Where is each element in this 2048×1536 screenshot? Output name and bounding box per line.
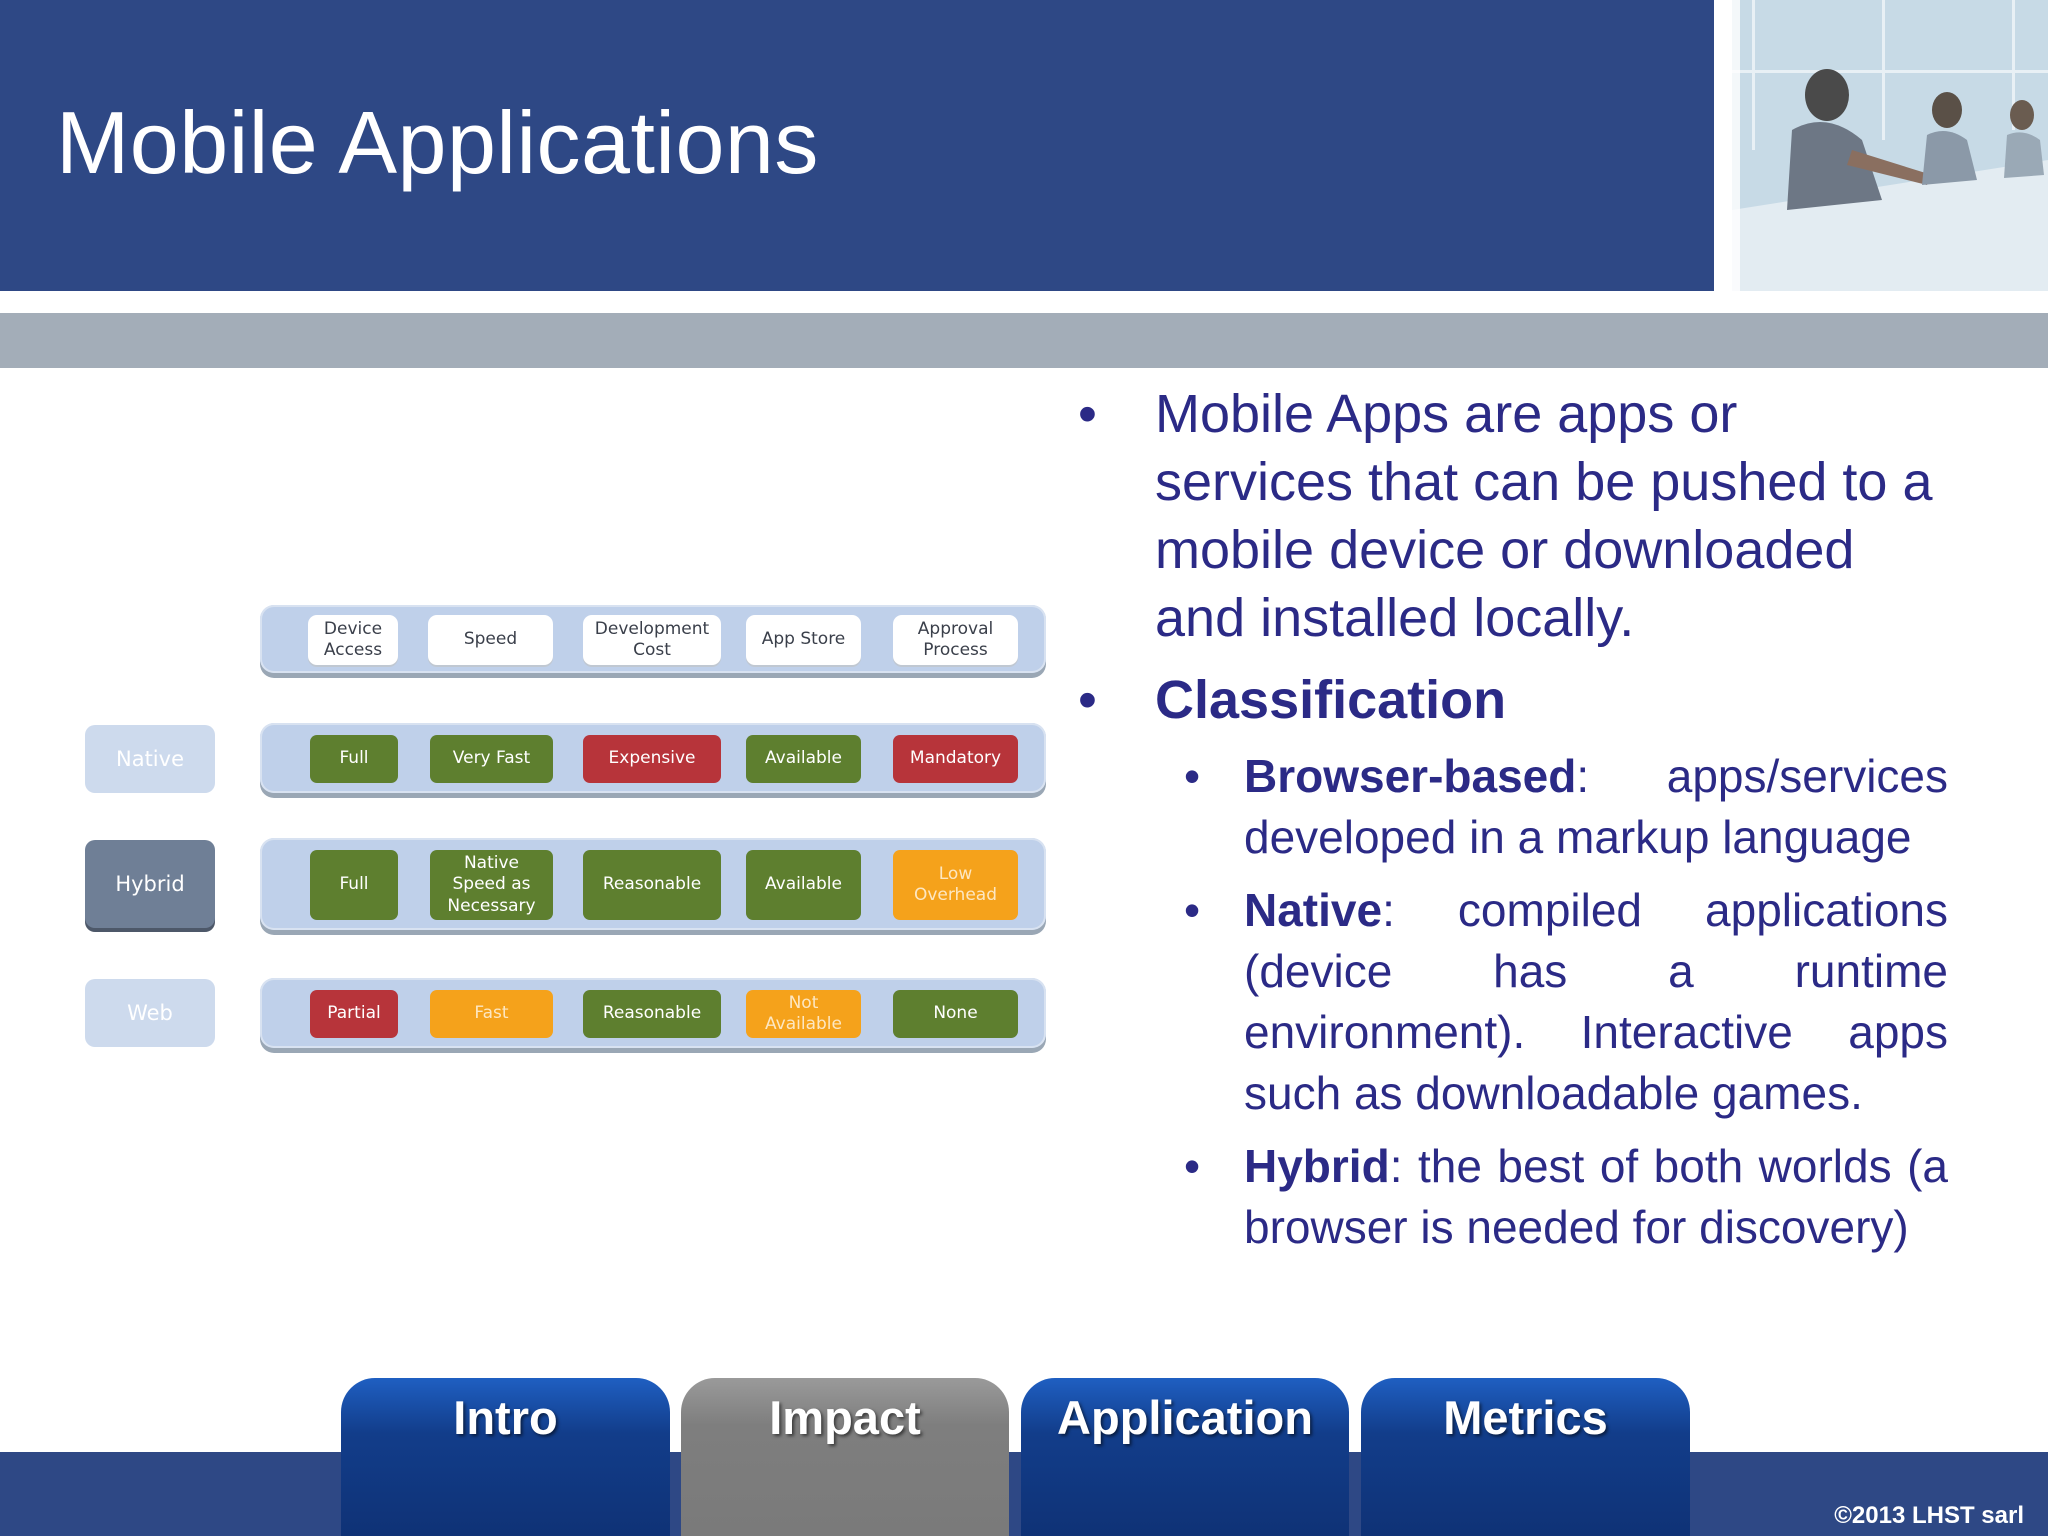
native-development-cost: Expensive bbox=[583, 735, 721, 783]
bullet-dot-icon: • bbox=[1078, 670, 1097, 730]
header-divider bbox=[0, 291, 2048, 313]
hybrid-app-store: Available bbox=[746, 850, 861, 920]
title-banner: Mobile Applications bbox=[0, 0, 1714, 291]
row-label-hybrid: Hybrid bbox=[85, 840, 215, 928]
slide-title: Mobile Applications bbox=[56, 93, 819, 192]
sub-bullet-hybrid: • Hybrid: the best of both worlds (a bro… bbox=[1184, 1136, 1948, 1258]
copyright-text: ©2013 LHST sarl bbox=[1834, 1502, 2024, 1529]
meeting-photo bbox=[1732, 0, 2048, 291]
native-band: Full Very Fast Expensive Available Manda… bbox=[260, 723, 1046, 793]
native-speed: Very Fast bbox=[430, 735, 553, 783]
sub-bullet-native: • Native: compiled applications (device … bbox=[1184, 880, 1948, 1124]
header-app-store: App Store bbox=[746, 615, 861, 665]
tab-metrics[interactable]: Metrics bbox=[1361, 1378, 1690, 1536]
native-approval-process: Mandatory bbox=[893, 735, 1018, 783]
row-label-native: Native bbox=[85, 725, 215, 793]
row-label-web: Web bbox=[85, 979, 215, 1047]
web-approval-process: None bbox=[893, 990, 1018, 1038]
native-device-access: Full bbox=[310, 735, 398, 783]
tab-intro[interactable]: Intro bbox=[341, 1378, 670, 1536]
native-app-store: Available bbox=[746, 735, 861, 783]
web-development-cost: Reasonable bbox=[583, 990, 721, 1038]
bullet-classification: • Classification bbox=[1078, 666, 1948, 734]
tab-application[interactable]: Application bbox=[1021, 1378, 1349, 1536]
web-device-access: Partial bbox=[310, 990, 398, 1038]
header-speed: Speed bbox=[428, 615, 553, 665]
tab-impact[interactable]: Impact bbox=[681, 1378, 1009, 1536]
bullet-intro: • Mobile Apps are apps or services that … bbox=[1078, 380, 1948, 652]
sub-bullet-dot-icon: • bbox=[1184, 750, 1201, 802]
bullet-dot-icon: • bbox=[1078, 384, 1097, 444]
header-gray-band bbox=[0, 313, 2048, 368]
web-speed: Fast bbox=[430, 990, 553, 1038]
bullet-list: • Mobile Apps are apps or services that … bbox=[1078, 380, 1948, 1258]
sub-bullet-dot-icon: • bbox=[1184, 1140, 1201, 1192]
hybrid-device-access: Full bbox=[310, 850, 398, 920]
hybrid-development-cost: Reasonable bbox=[583, 850, 721, 920]
sub-bullet-browser-based: • Browser-based: apps/services developed… bbox=[1184, 746, 1948, 868]
sub-bullet-dot-icon: • bbox=[1184, 884, 1201, 936]
